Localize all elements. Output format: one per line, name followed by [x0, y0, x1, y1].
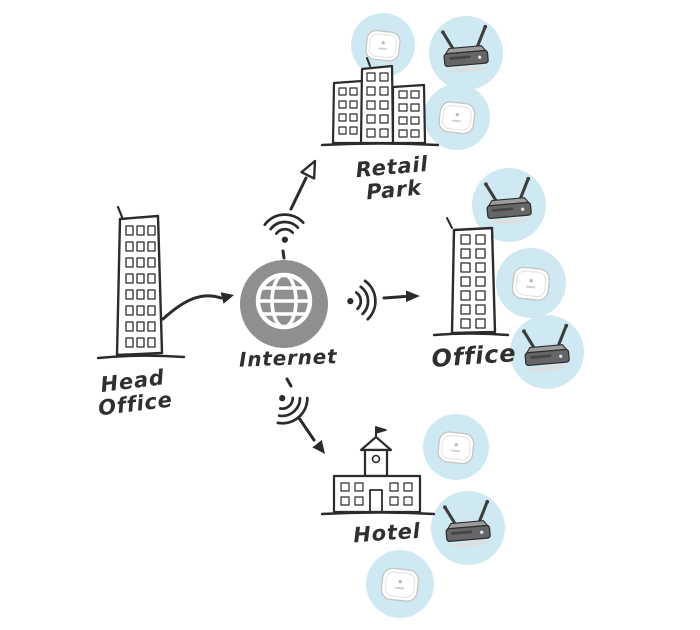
arrowhead: [220, 292, 234, 304]
device-badge-antenna-router: [510, 315, 584, 389]
signal-dash: [281, 249, 286, 260]
antenna-router-icon: [518, 323, 576, 381]
device-badge-ceiling-ap: [496, 248, 566, 318]
device-badge-antenna-router: [429, 16, 503, 90]
wifi-signal-icon: [261, 379, 326, 444]
arrowhead-outline: [300, 159, 317, 180]
antenna-router-icon: [437, 24, 495, 82]
hotel-label: Hotel: [352, 518, 422, 548]
internet-label: Internet: [238, 344, 338, 372]
head-office-label: Head Office: [96, 365, 174, 421]
globe-icon: [240, 260, 328, 348]
hotel-building-sketch: [320, 426, 436, 516]
ceiling-ap-icon: [432, 423, 480, 471]
head-office-building-sketch: [96, 205, 186, 360]
arrowhead: [406, 290, 420, 302]
internet-hub: [240, 260, 328, 348]
antenna-router-icon: [439, 499, 497, 557]
retail-park-buildings-sketch: [320, 57, 440, 147]
device-badge-ceiling-ap: [424, 84, 490, 150]
wifi-signal-icon: [342, 275, 391, 324]
ceiling-ap-icon: [506, 258, 556, 308]
ceiling-ap-icon: [433, 93, 481, 141]
device-badge-ceiling-ap: [366, 550, 434, 618]
office-label: Office: [430, 339, 518, 373]
device-badge-antenna-router: [431, 491, 505, 565]
retail-park-label: Retail Park: [354, 151, 430, 205]
wifi-signal-icon: [260, 199, 308, 247]
ceiling-ap-icon: [375, 559, 425, 609]
office-building-sketch: [432, 217, 510, 337]
device-badge-ceiling-ap: [423, 414, 489, 480]
